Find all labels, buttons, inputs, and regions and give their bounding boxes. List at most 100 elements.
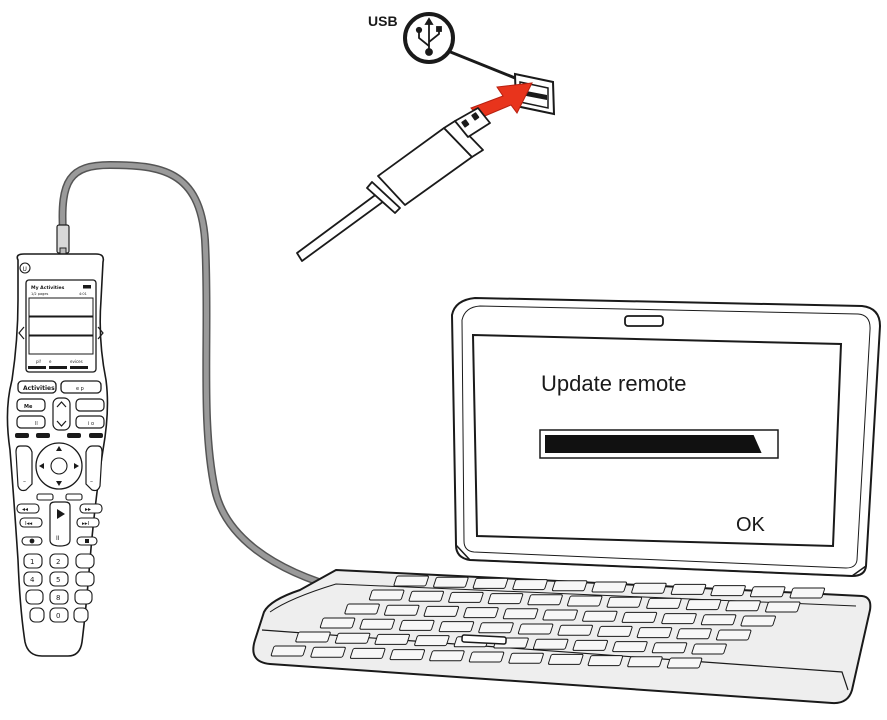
ok-button[interactable] [50,457,68,475]
key-0[interactable] [49,607,69,623]
keyboard-key [383,604,420,616]
key-7[interactable] [25,589,44,605]
keyboard-key [393,575,429,587]
skip-back-button[interactable] [19,517,43,528]
svg-text:II: II [56,535,60,542]
activity-slot-2[interactable] [28,316,94,336]
dpad-up-icon[interactable] [56,446,62,451]
keyboard-key [572,639,609,651]
help-label: e p [76,386,84,392]
key-0-label: 0 [56,612,60,620]
svg-text:▸▸: ▸▸ [85,506,91,513]
keyboard-key [433,576,469,588]
keyboard-key [621,611,658,623]
keyboard-key [566,595,603,607]
key-enter[interactable] [73,607,89,623]
blue-button[interactable] [89,433,103,438]
red-button[interactable] [15,433,29,438]
keyboard-key [359,618,395,630]
keyboard-key [349,647,386,659]
forward-button[interactable] [79,503,103,514]
keyboard-key [344,603,380,615]
key-6[interactable] [75,571,95,587]
dpad-down-icon[interactable] [56,481,62,486]
key-8[interactable] [49,589,69,605]
dpad-right-icon[interactable] [74,463,79,469]
keyboard-key [527,594,563,606]
keyboard-key [789,587,826,599]
progress-fill [545,435,762,453]
keyboard-key [631,582,667,594]
keyboard-key [740,615,776,627]
keyboard-key [295,631,331,643]
dpad-left-icon[interactable] [39,463,44,469]
keyboard-key [334,632,371,644]
help-button[interactable] [60,380,102,394]
keyboard-key [597,625,633,637]
key-4[interactable] [23,571,43,587]
keyboard-key [438,621,475,633]
keyboard-key [399,619,435,631]
usb-callout: USB [368,12,521,82]
key-5[interactable] [49,571,69,587]
yellow-button[interactable] [67,433,81,438]
green-button[interactable] [36,433,50,438]
record-icon [29,538,35,544]
keyboard-key [502,608,539,620]
menu-button[interactable] [16,398,46,412]
svg-text:I◂◂: I◂◂ [25,521,32,527]
volume-rocker[interactable] [15,445,33,492]
key-2-label: 2 [56,558,60,566]
remote-screen-subtitle: 1/2 pages [31,292,48,296]
key-clear[interactable] [29,607,45,623]
update-remote-title: Update remote [541,371,687,396]
power-icon[interactable] [19,262,31,274]
usb-label: USB [368,13,398,29]
screen-left-arrow-icon[interactable] [18,326,25,340]
ok-button-label[interactable]: OK [736,514,766,536]
keyboard-key [448,591,484,603]
guide-button[interactable] [16,415,46,429]
keyboard-key [666,657,703,669]
info-button[interactable] [75,415,105,429]
info-label: i o [88,421,94,427]
usb-trident-icon [415,17,442,56]
svg-text:◂◂: ◂◂ [22,506,28,513]
key-2[interactable] [49,553,69,569]
keyboard-key [646,597,682,609]
activity-slot-3[interactable] [28,335,94,355]
exit-button[interactable] [75,398,105,412]
activity-slot-1[interactable] [28,297,94,317]
keyboard-key [651,642,688,654]
rewind-button[interactable] [16,503,40,514]
play-pause-button[interactable] [49,501,71,547]
keyboard-key [512,579,548,591]
keyboard-key [310,646,346,658]
keyboard-key [700,614,737,626]
keyboard-key [478,622,514,634]
keyboard-key [691,643,727,655]
channel-rocker[interactable] [85,445,103,492]
activities-button[interactable] [17,380,57,394]
keyboard-key [532,638,569,650]
screen-right-arrow-icon[interactable] [97,326,104,340]
keyboard-key [670,583,707,595]
keyboard-key [591,581,628,593]
keyboard-key [551,580,588,592]
key-1[interactable] [23,553,43,569]
keyboard-key [715,629,752,641]
key-9[interactable] [74,589,93,605]
keyboard-key [429,650,465,662]
keyboard-key [487,593,524,605]
keyboard-key [606,596,643,608]
laptop: Update remote OK [252,296,882,705]
keyboard-key [710,585,746,597]
prev-button[interactable] [65,493,83,501]
skip-forward-button[interactable] [76,517,100,528]
menu-label: Me [24,404,33,410]
key-3[interactable] [75,553,95,569]
keyboard-key [636,627,673,639]
stop-icon [85,539,89,543]
mute-button[interactable] [36,493,54,501]
